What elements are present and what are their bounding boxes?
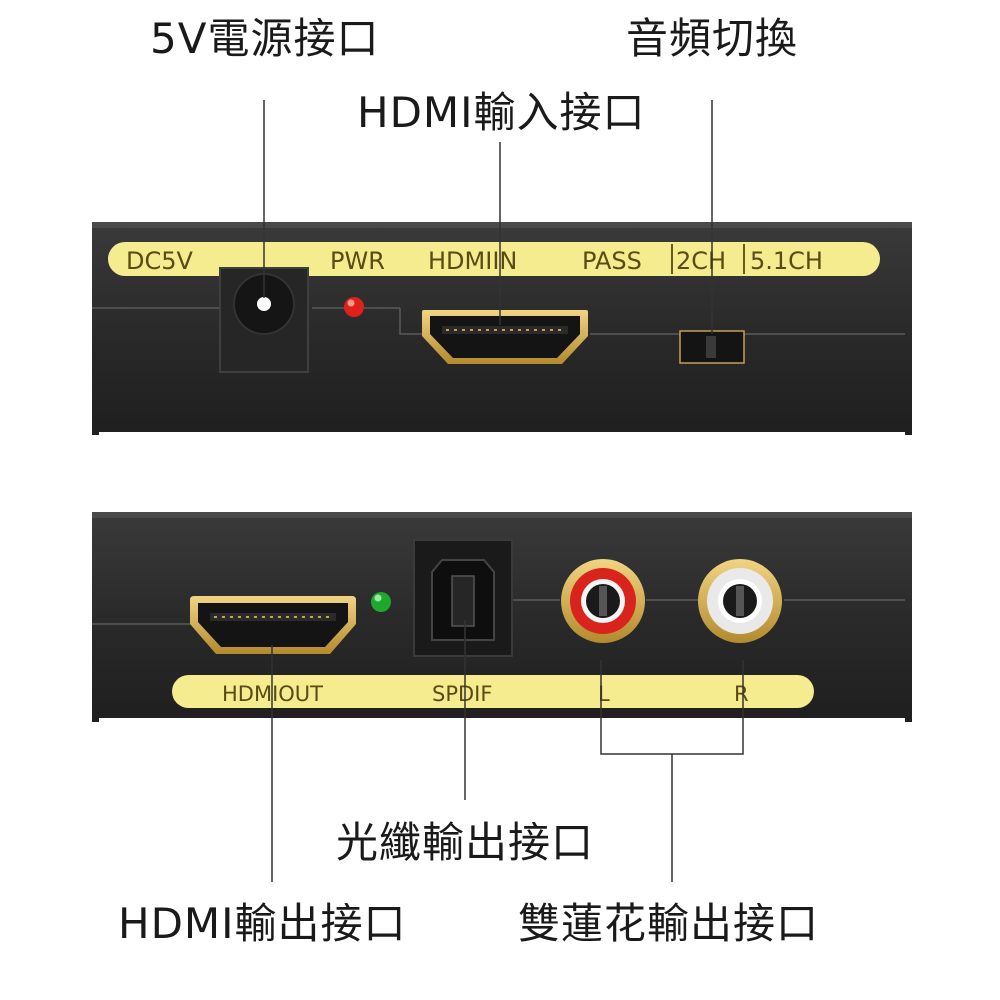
label-hdmi-in: HDMIIN: [428, 247, 517, 275]
status-led: [371, 592, 391, 612]
label-dc5v: DC5V: [126, 247, 194, 275]
spdif-optical-port: [413, 539, 513, 657]
label-pwr: PWR: [330, 247, 385, 275]
audio-switch-caption: 音頻切換: [626, 14, 799, 63]
power-port-caption: 5V電源接口: [150, 14, 380, 63]
hdmi-output-port: [190, 596, 356, 654]
label-2ch: 2CH: [676, 247, 726, 275]
label-left: L: [598, 682, 610, 706]
hdmi-input-caption: HDMI輸入接口: [357, 88, 646, 137]
hdmi-input-port: [422, 310, 588, 364]
rca-right-jack: [698, 559, 782, 643]
power-led: [344, 297, 364, 317]
label-right: R: [734, 682, 749, 706]
audio-switch: [679, 330, 745, 364]
bottom-leader-lines: [271, 620, 744, 882]
label-pass: PASS: [582, 247, 642, 275]
top-leader-lines: [263, 100, 713, 334]
rca-left-jack: [561, 559, 645, 643]
hdmi-output-caption: HDMI輸出接口: [118, 899, 407, 948]
bottom-label-strip: HDMIOUT SPDIF L R: [172, 675, 814, 708]
rca-output-caption: 雙蓮花輸出接口: [518, 899, 820, 948]
label-5-1ch: 5.1CH: [750, 247, 823, 275]
label-spdif: SPDIF: [432, 682, 492, 706]
optical-output-caption: 光纖輸出接口: [336, 818, 595, 867]
